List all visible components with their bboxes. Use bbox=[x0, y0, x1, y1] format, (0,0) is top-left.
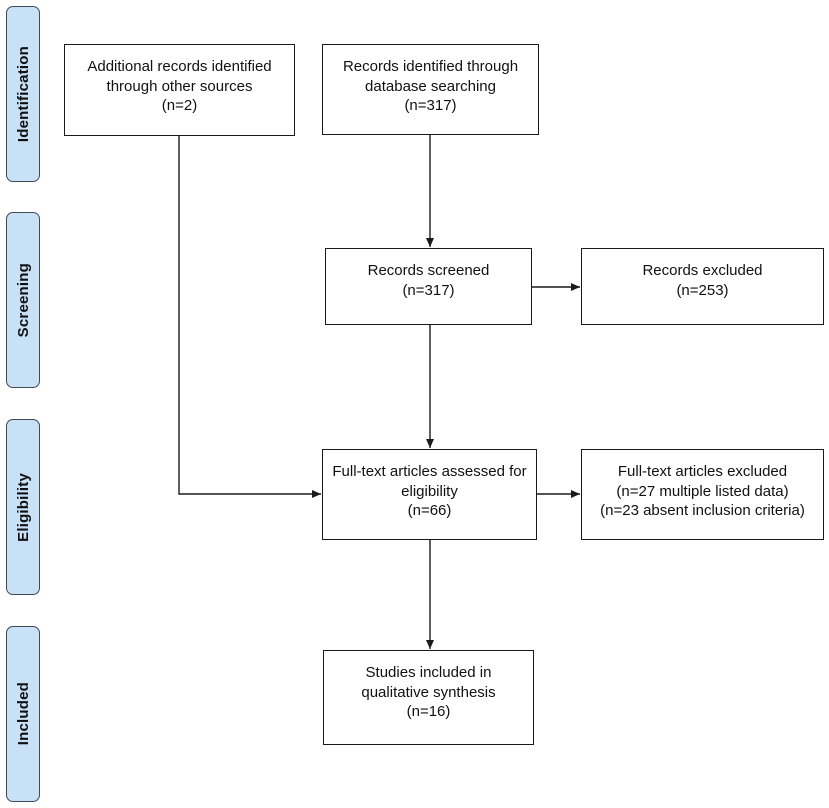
stage-identification-label: Identification bbox=[14, 45, 32, 143]
box-fulltext-excluded: Full-text articles excluded (n=27 multip… bbox=[581, 449, 824, 540]
box-records-screened: Records screened (n=317) bbox=[325, 248, 532, 325]
stage-screening-label: Screening bbox=[14, 262, 32, 338]
stage-included: Included bbox=[6, 626, 40, 802]
stage-included-label: Included bbox=[14, 682, 32, 746]
box-studies-included: Studies included in qualitative synthesi… bbox=[323, 650, 534, 745]
box-line: database searching bbox=[365, 77, 496, 95]
box-count: (n=23 absent inclusion criteria) bbox=[600, 502, 805, 519]
box-line: Records screened bbox=[367, 262, 490, 279]
box-additional-records: Additional records identified through ot… bbox=[64, 44, 295, 136]
box-line: Full-text articles excluded bbox=[617, 463, 788, 480]
box-count: (n=16) bbox=[406, 703, 451, 720]
box-database-records: Records identified through database sear… bbox=[322, 44, 539, 135]
box-line: qualitative synthesis bbox=[361, 683, 496, 701]
box-count: (n=66) bbox=[407, 502, 452, 519]
box-line: Records excluded bbox=[642, 262, 763, 279]
stage-screening: Screening bbox=[6, 212, 40, 388]
stage-eligibility-label: Eligibility bbox=[14, 472, 32, 542]
box-count: (n=317) bbox=[404, 97, 457, 114]
box-fulltext-assessed: Full-text articles assessed for eligibil… bbox=[322, 449, 537, 540]
stage-identification: Identification bbox=[6, 6, 40, 182]
box-line: Studies included in bbox=[365, 664, 492, 681]
box-count: (n=27 multiple listed data) bbox=[616, 482, 789, 500]
box-count: (n=253) bbox=[676, 281, 729, 299]
stage-eligibility: Eligibility bbox=[6, 419, 40, 595]
box-line: Full-text articles assessed for bbox=[332, 463, 527, 480]
box-line: through other sources bbox=[106, 77, 253, 95]
box-line: Records identified through bbox=[342, 58, 519, 75]
arrow-additional-to-fulltext bbox=[178, 135, 321, 498]
box-line: Additional records identified bbox=[87, 58, 272, 75]
box-line: eligibility bbox=[401, 482, 458, 500]
box-count: (n=317) bbox=[402, 281, 455, 299]
box-count: (n=2) bbox=[161, 97, 198, 114]
box-records-excluded: Records excluded (n=253) bbox=[581, 248, 824, 325]
